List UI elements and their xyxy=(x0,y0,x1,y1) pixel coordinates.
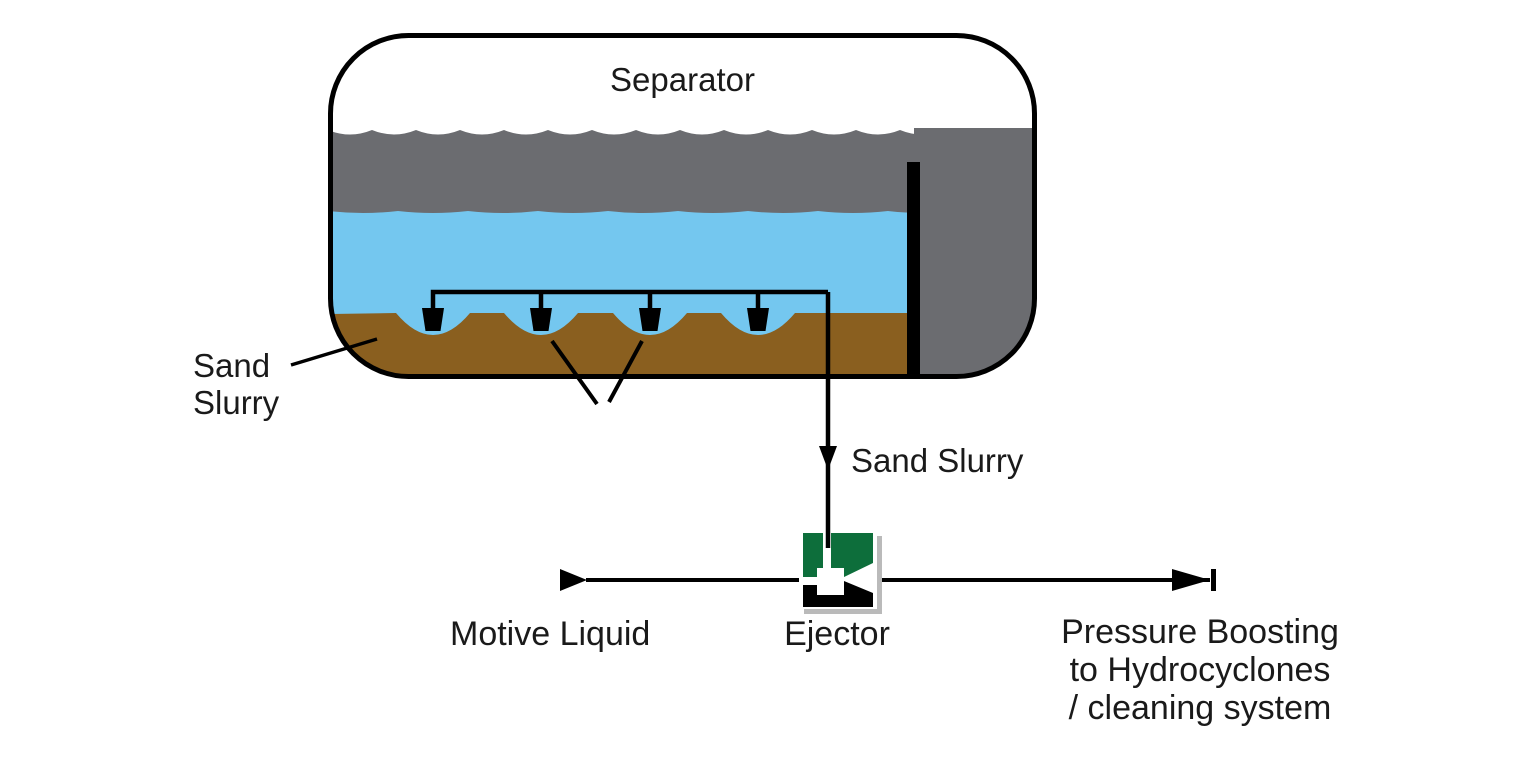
suction-nozzle-icon xyxy=(530,308,552,331)
pressure-boosting-label-line2: to Hydrocyclones xyxy=(1069,651,1331,689)
separator-vessel-interior xyxy=(330,35,1035,377)
discharge-arrowhead xyxy=(1172,569,1210,591)
discharge-end-bar xyxy=(1211,569,1216,591)
gray-right-compartment xyxy=(914,128,1035,377)
separator-label: Separator xyxy=(610,61,755,98)
sand-slurry-layer-label-line2: Slurry xyxy=(193,384,280,421)
ejector-green-right-block xyxy=(831,533,873,578)
ejector-icon xyxy=(799,531,882,614)
sand-slurry-leader-line xyxy=(290,337,378,367)
sand-slurry-layer-label: Sand Slurry xyxy=(193,347,279,421)
pressure-boosting-label-line3: / cleaning system xyxy=(1068,689,1332,727)
weir-baffle xyxy=(907,162,920,377)
motive-liquid-arrowhead xyxy=(560,569,587,591)
sand-slurry-arrowhead xyxy=(819,446,837,470)
motive-liquid-label: Motive Liquid xyxy=(450,615,651,653)
ejector-nozzle-black xyxy=(803,581,873,607)
suction-nozzle-icon xyxy=(422,308,444,331)
nozzle-stems xyxy=(538,292,761,309)
suction-nozzle-icon xyxy=(747,308,769,331)
sand-slurry-flow-label: Sand Slurry xyxy=(851,442,1024,479)
suction-header-pipe xyxy=(430,289,828,309)
pressure-boosting-label-line1: Pressure Boosting xyxy=(1061,613,1339,651)
separator-vessel-outline xyxy=(328,33,1037,379)
pressure-boosting-label: Pressure Boosting to Hydrocyclones / cle… xyxy=(1030,613,1370,727)
nozzle-pocket-pointer-lines xyxy=(550,339,644,406)
ejector-green-left-block xyxy=(803,533,823,577)
ejector-label: Ejector xyxy=(784,615,890,653)
sand-slurry-layer-label-line1: Sand xyxy=(193,347,271,384)
ejector-throat xyxy=(817,568,844,595)
suction-nozzle-icon xyxy=(639,308,661,331)
sand-slurry-layer xyxy=(330,313,920,377)
